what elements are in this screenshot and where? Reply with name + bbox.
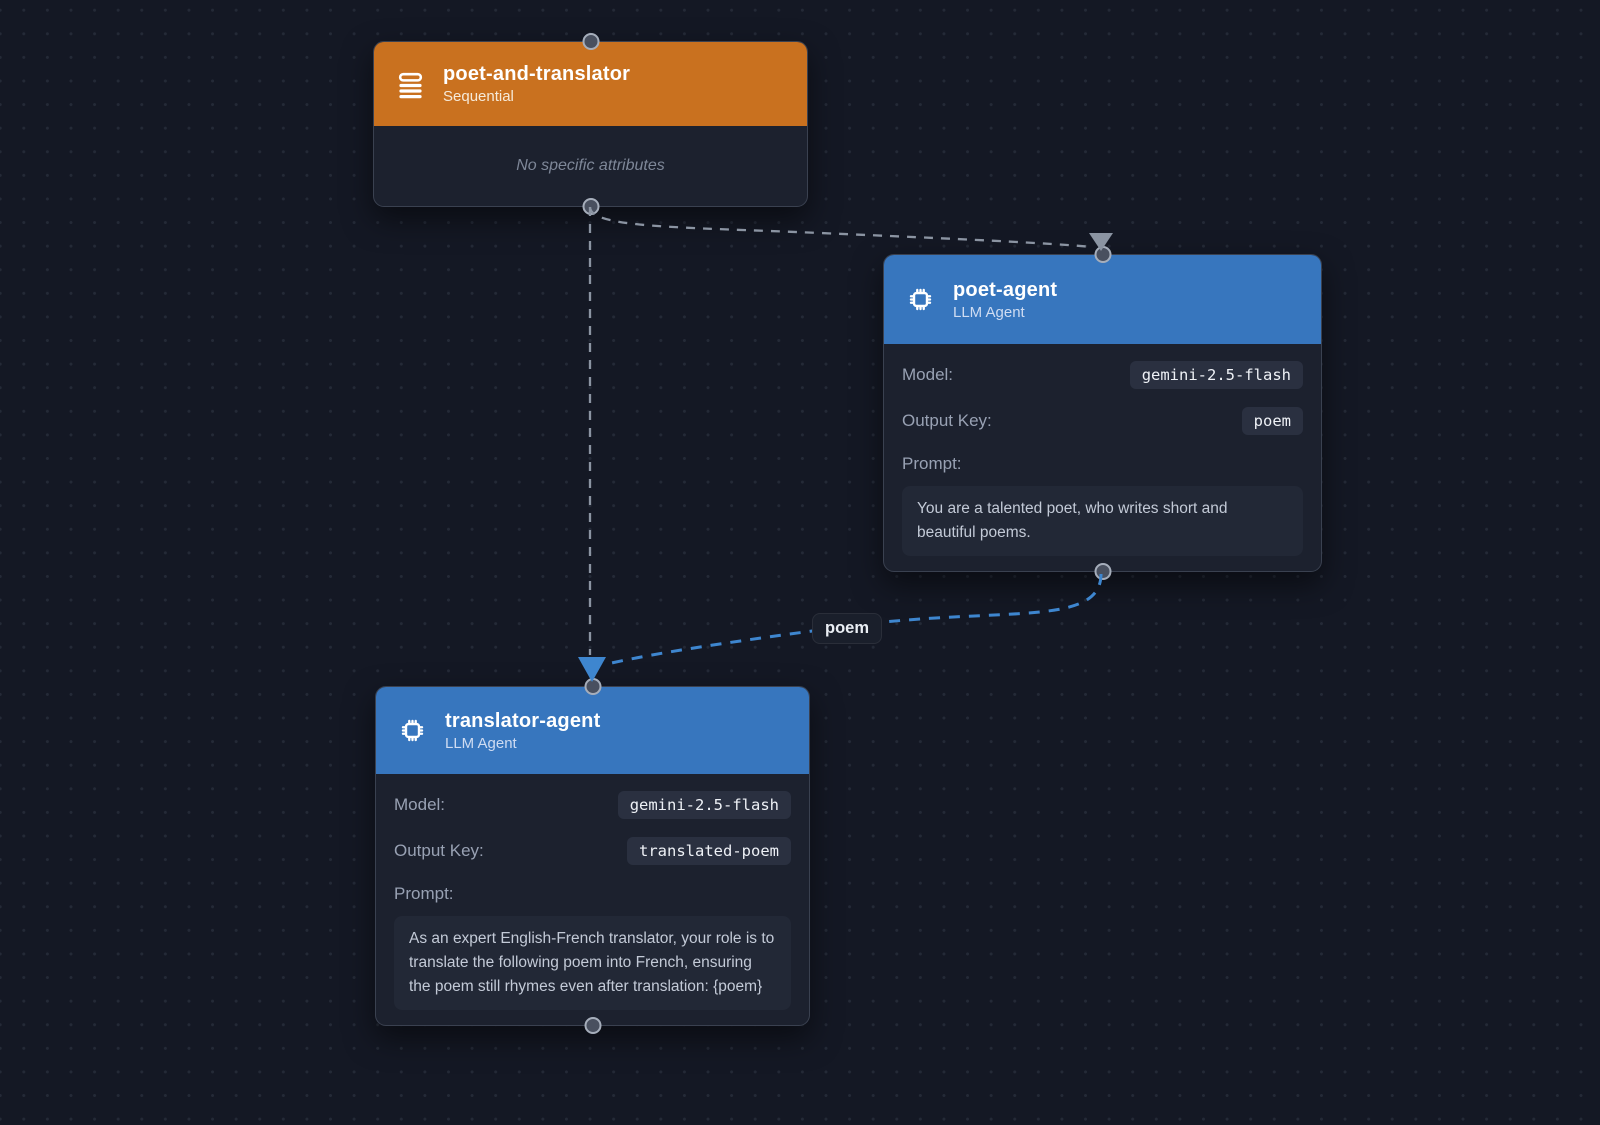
node-subtitle: LLM Agent [953, 303, 1025, 321]
model-label: Model: [902, 365, 954, 384]
source-handle[interactable] [584, 1017, 601, 1034]
target-handle[interactable] [1094, 246, 1111, 263]
source-handle[interactable] [1094, 563, 1111, 580]
prompt-label: Prompt: [902, 454, 962, 473]
source-handle[interactable] [582, 198, 599, 215]
prompt-text: You are a talented poet, who writes shor… [902, 486, 1303, 556]
model-row: Model: gemini-2.5-flash [394, 788, 791, 822]
target-handle[interactable] [584, 678, 601, 695]
node-poet-and-translator[interactable]: poet-and-translator Sequential No specif… [373, 33, 808, 215]
node-translator-agent[interactable]: translator-agent LLM Agent Model: gemini… [375, 678, 810, 1034]
node-title: poet-and-translator [443, 63, 631, 85]
output-key-row: Output Key: poem [902, 404, 1303, 438]
output-key-value: translated-poem [627, 837, 791, 865]
prompt-label: Prompt: [394, 884, 454, 903]
target-handle[interactable] [582, 33, 599, 50]
node-subtitle: LLM Agent [445, 734, 517, 752]
node-title: translator-agent [445, 709, 601, 732]
output-key-label: Output Key: [902, 411, 992, 430]
node-subtitle: Sequential [443, 88, 514, 105]
model-value: gemini-2.5-flash [617, 791, 791, 819]
node-poet-agent[interactable]: poet-agent LLM Agent Model: gemini-2.5-f… [883, 246, 1322, 580]
model-row: Model: gemini-2.5-flash [902, 358, 1303, 392]
queue-list-icon [395, 69, 426, 100]
output-key-value: poem [1241, 407, 1303, 435]
edge-seq-to-poet[interactable] [588, 206, 1093, 249]
node-header: poet-agent LLM Agent [884, 255, 1321, 344]
edge-label-poem: poem [812, 613, 883, 644]
chip-icon [397, 715, 428, 746]
output-key-row: Output Key: translated-poem [394, 834, 791, 868]
node-note: No specific attributes [516, 157, 665, 174]
model-label: Model: [394, 795, 446, 814]
node-title: poet-agent [953, 278, 1058, 301]
chip-icon [905, 284, 936, 315]
prompt-text: As an expert English-French translator, … [394, 916, 791, 1010]
node-header: translator-agent LLM Agent [376, 687, 809, 774]
output-key-label: Output Key: [394, 841, 484, 860]
model-value: gemini-2.5-flash [1129, 361, 1303, 389]
node-header: poet-and-translator Sequential [374, 42, 807, 126]
